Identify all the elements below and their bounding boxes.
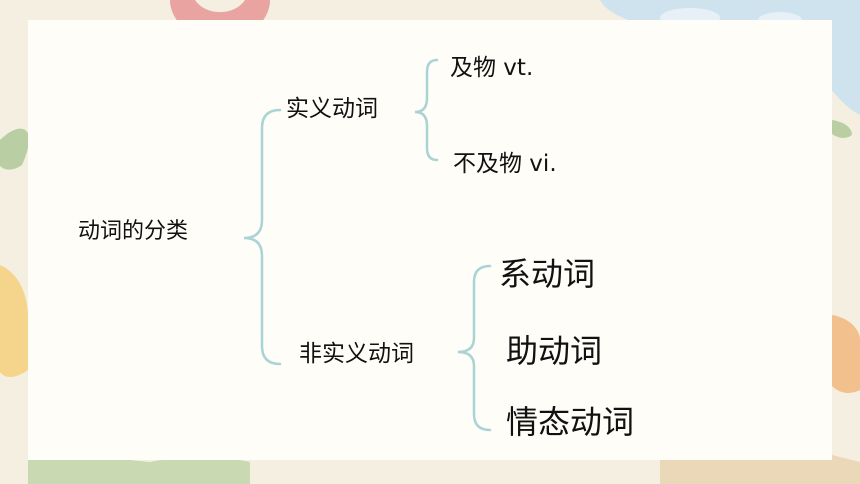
leaf-node-transitive: 及物 vt. <box>450 55 534 81</box>
decorative-orange-blob <box>832 315 860 393</box>
leaf-node-auxiliary-verb: 助动词 <box>506 332 603 370</box>
decorative-bottom-leaves <box>28 456 250 484</box>
branch-node-feishiyi: 非实义动词 <box>299 341 414 367</box>
decorative-bottom-blob <box>660 452 860 484</box>
decorative-leaf <box>832 120 852 138</box>
branch-node-shiyi: 实义动词 <box>286 96 378 122</box>
root-bracket <box>243 108 282 366</box>
leaf-node-intransitive: 不及物 vi. <box>453 151 557 177</box>
leaf-node-linking-verb: 系动词 <box>499 255 596 293</box>
decorative-leaf <box>0 128 30 170</box>
root-node: 动词的分类 <box>78 219 189 244</box>
branch-bracket-shiyi <box>414 58 439 162</box>
slide-canvas <box>28 20 832 460</box>
leaf-node-modal-verb: 情态动词 <box>506 403 635 441</box>
branch-bracket-feishiyi <box>457 264 492 432</box>
decorative-yellow-blob <box>0 265 29 377</box>
